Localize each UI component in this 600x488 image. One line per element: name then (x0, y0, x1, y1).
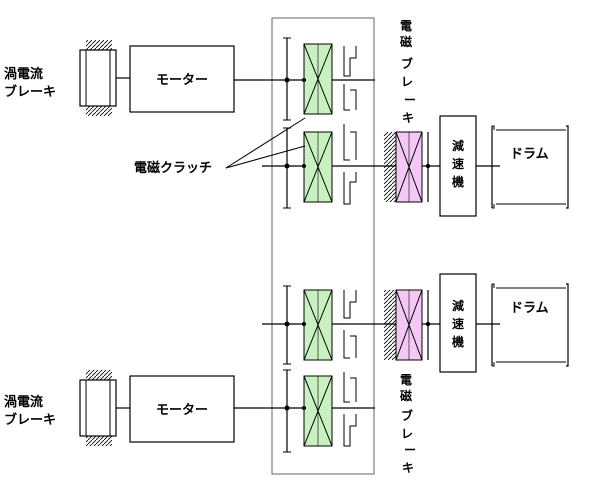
reducer-bottom-label-2: 速 (452, 316, 464, 331)
reducer-top-label-1: 減 (452, 138, 464, 153)
svg-text:電: 電 (400, 373, 412, 387)
eddy-current-brake-bottom (79, 370, 117, 446)
reducer-top-label-3: 機 (452, 174, 464, 189)
bottom-drive-unit: 電 磁 ブ レ ー キ 減 速 機 ドラム モーター (4, 273, 569, 475)
drum-bottom (491, 283, 569, 367)
reducer-top-label-2: 速 (452, 156, 464, 171)
svg-text:レ: レ (401, 75, 413, 89)
motor-top-label: モーター (156, 73, 208, 88)
magnetic-brake-top-label: 電 磁 ブ レ ー キ (399, 19, 416, 125)
motor-bottom-label: モーター (156, 403, 208, 418)
magnetic-brake-bottom-label: 電 磁 ブ レ ー キ (399, 373, 416, 475)
motor-bottom (129, 375, 235, 443)
svg-text:磁: 磁 (399, 34, 412, 49)
reducer-bottom-label-3: 機 (452, 334, 464, 349)
drum-bottom-label: ドラム (510, 301, 549, 316)
eddy-brake-top-label-1: 渦電流 (4, 66, 43, 82)
svg-text:キ: キ (402, 111, 414, 125)
motor-top (129, 45, 235, 113)
svg-text:ブ: ブ (401, 56, 413, 71)
eddy-brake-top-label-2: ブレーキ (4, 84, 56, 100)
magnetic-brake-top (384, 131, 431, 203)
svg-text:磁: 磁 (399, 388, 412, 403)
svg-text:ー: ー (404, 93, 416, 107)
reducer-bottom-label-1: 減 (452, 298, 464, 313)
eddy-brake-bottom-label-2: ブレーキ (4, 412, 56, 428)
clutch-block-bottom-lower (303, 375, 333, 447)
svg-text:ー: ー (404, 443, 416, 457)
gear-pair-bottom (343, 290, 357, 447)
reducer-top (439, 115, 477, 217)
clutch-block-top-lower (303, 131, 333, 203)
svg-text:キ: キ (402, 461, 414, 475)
svg-text:電: 電 (400, 19, 412, 33)
drum-top (491, 125, 569, 209)
clutch-block-top-upper (303, 43, 333, 115)
reducer-bottom (439, 273, 477, 373)
svg-text:レ: レ (401, 427, 413, 441)
svg-text:ブ: ブ (401, 408, 413, 423)
eddy-brake-bottom-label-1: 渦電流 (4, 394, 43, 410)
gearbox-frame (271, 17, 375, 475)
clutch-block-bottom-upper (303, 289, 333, 361)
drum-top-label: ドラム (510, 147, 549, 162)
magnetic-brake-bottom (384, 289, 431, 361)
clutch-label: 電磁クラッチ (134, 160, 212, 176)
gear-pair-top (343, 46, 357, 205)
eddy-current-brake-top (79, 40, 117, 116)
top-drive-unit: 渦電流 ブレーキ モーター (4, 19, 569, 217)
